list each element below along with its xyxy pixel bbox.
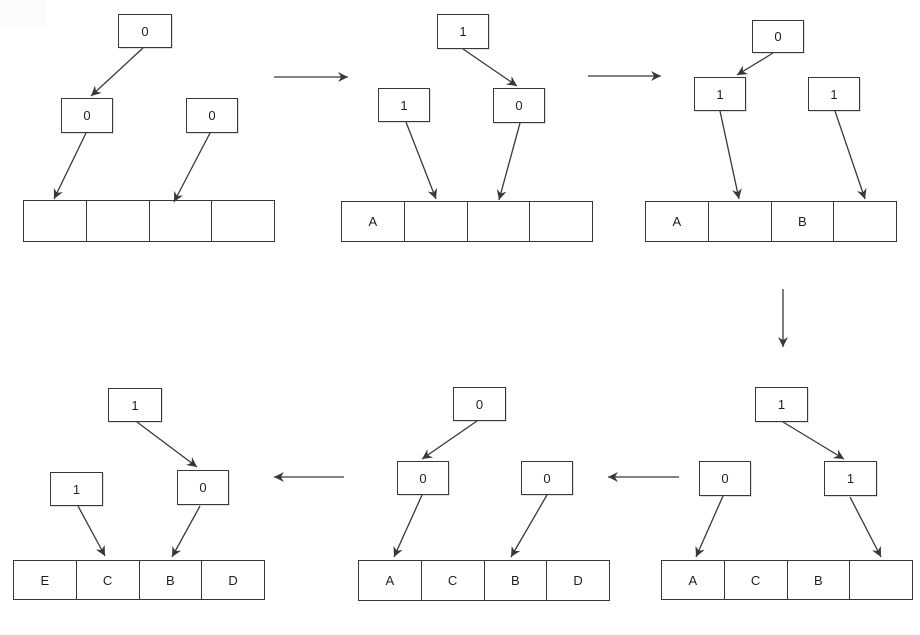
- node-value: 0: [721, 471, 729, 486]
- tree-node-right: 1: [808, 77, 860, 111]
- array-cell: D: [546, 561, 609, 600]
- node-value: 1: [459, 24, 467, 39]
- node-value: 1: [131, 397, 139, 413]
- node-value: 0: [475, 396, 484, 412]
- array: E C B D: [13, 560, 265, 600]
- array-cell: [707, 202, 771, 241]
- array-cell: C: [420, 561, 484, 600]
- node-value: 1: [777, 397, 786, 412]
- array-cell: B: [786, 561, 850, 599]
- array-cell: [211, 201, 274, 241]
- array-cell: [148, 201, 212, 241]
- array-cell: [529, 202, 592, 241]
- array-cell: B: [138, 561, 202, 599]
- array: A C B D: [358, 560, 610, 601]
- node-value: 1: [846, 471, 855, 486]
- tree-node-right: 0: [186, 98, 238, 133]
- node-value: 0: [208, 108, 216, 123]
- tree-node-root: 0: [118, 14, 172, 48]
- array: A: [341, 201, 593, 242]
- array-cell: [833, 202, 896, 241]
- node-value: 0: [199, 480, 207, 495]
- node-value: 0: [83, 108, 91, 123]
- node-value: 0: [774, 29, 782, 44]
- array-cell: [85, 201, 149, 241]
- array-cell: A: [672, 214, 682, 229]
- array-cell: E: [40, 572, 50, 588]
- tree-node-root: 1: [755, 387, 808, 422]
- tree-node-root: 1: [108, 388, 162, 422]
- array: [23, 200, 275, 242]
- tree-node-left: 1: [50, 472, 103, 506]
- array-cell: [849, 561, 912, 599]
- array-cell: D: [201, 561, 264, 599]
- node-value: 1: [400, 97, 408, 113]
- node-value: 0: [515, 98, 523, 113]
- tree-node-root: 0: [453, 387, 506, 421]
- tree-node-right: 0: [177, 470, 229, 505]
- array-cell: C: [723, 561, 787, 599]
- array-cell: A: [385, 573, 395, 588]
- array-cell: [466, 202, 530, 241]
- tree-node-left: 1: [694, 77, 746, 111]
- tree-node-right: 0: [493, 88, 545, 123]
- tree-node-left: 0: [61, 98, 113, 133]
- array-cell: C: [75, 561, 139, 599]
- tree-node-left: 0: [699, 461, 751, 496]
- array-cell: B: [770, 202, 834, 241]
- node-value: 1: [716, 86, 724, 102]
- array-cell: A: [368, 214, 378, 229]
- array: A B: [645, 201, 897, 242]
- node-value: 0: [141, 23, 149, 39]
- array-cell: B: [483, 561, 547, 600]
- tree-node-root: 0: [752, 20, 804, 53]
- node-value: 0: [419, 470, 427, 486]
- array-cell: [403, 202, 467, 241]
- node-value: 1: [830, 86, 838, 102]
- node-value: 1: [72, 481, 81, 497]
- scan-artifact: [0, 0, 46, 26]
- array-cell: A: [688, 572, 698, 588]
- array: A C B: [661, 560, 913, 600]
- tree-node-right: 0: [521, 461, 573, 495]
- tree-node-left: 1: [378, 88, 430, 122]
- node-value: 0: [543, 470, 551, 486]
- tree-node-right: 1: [824, 461, 877, 496]
- tree-node-left: 0: [397, 461, 449, 495]
